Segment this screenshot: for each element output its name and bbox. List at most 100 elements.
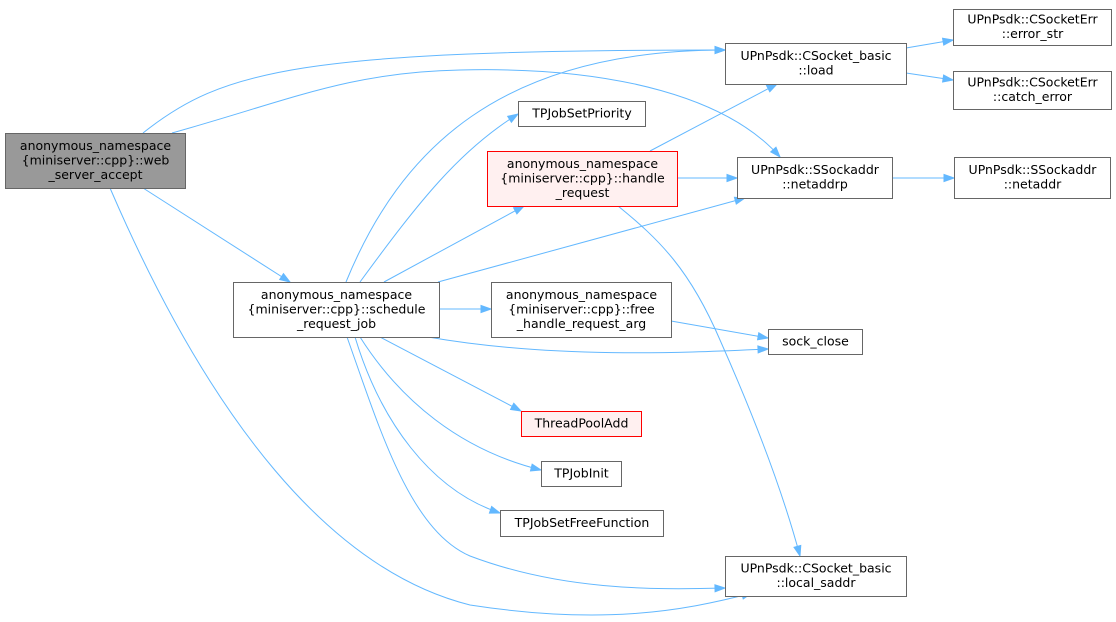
edge-web_server_accept-to-local_saddr — [109, 187, 754, 616]
node-box — [768, 329, 863, 355]
edge-line — [359, 113, 519, 283]
edge-line — [437, 197, 746, 283]
node-box — [5, 133, 186, 189]
edge-schedule_request_job-to-TPJobSetFreeFunction — [354, 336, 502, 514]
edge-line — [345, 49, 726, 283]
node-label-line: ::error_str — [1002, 26, 1064, 41]
node-label-line: ThreadPoolAdd — [534, 415, 629, 430]
edge-line — [617, 205, 801, 557]
arrowhead — [714, 584, 727, 593]
node-label-line: _server_accept — [47, 167, 142, 182]
node-ThreadPoolAdd[interactable]: ThreadPoolAdd — [521, 411, 642, 437]
node-TPJobInit[interactable]: TPJobInit — [541, 461, 622, 487]
node-local-saddr[interactable]: UPnPsdk::CSocket_basic::local_saddr — [725, 556, 907, 597]
node-box — [954, 157, 1111, 199]
node-label-line: ::catch_error — [993, 89, 1073, 104]
node-label-line: _request_job — [296, 316, 376, 331]
node-label-line: UPnPsdk::SSockaddr — [751, 162, 880, 177]
edge-line — [171, 69, 781, 158]
edge-schedule_request_job-to-TPJobSetPriority — [359, 113, 520, 283]
edge-line — [354, 336, 501, 514]
node-sock-close[interactable]: sock_close — [768, 329, 863, 355]
node-label-line: ::netaddrp — [782, 177, 848, 192]
node-label-line: anonymous_namespace — [261, 287, 412, 302]
node-label-line: {miniserver::cpp}::free — [508, 301, 655, 316]
node-box — [521, 411, 642, 437]
node-box — [541, 461, 622, 487]
node-handle-request[interactable]: anonymous_namespace{miniserver::cpp}::ha… — [487, 151, 678, 207]
node-netaddr[interactable]: UPnPsdk::SSockaddr::netaddr — [954, 157, 1111, 199]
edge-schedule_request_job-to-ThreadPoolAdd — [379, 336, 523, 412]
arrowhead — [512, 205, 526, 215]
edge-schedule_request_job-to-local_saddr — [346, 336, 727, 593]
node-label-line: {miniserver::cpp}::web — [22, 152, 170, 167]
nodes-layer: anonymous_namespace{miniserver::cpp}::we… — [5, 9, 1112, 597]
arrowhead — [941, 37, 955, 46]
edge-line — [670, 320, 769, 339]
node-error-str[interactable]: UPnPsdk::CSocketErr::error_str — [953, 9, 1112, 46]
arrowhead — [278, 272, 292, 283]
arrowhead — [943, 173, 956, 183]
node-label-line: {miniserver::cpp}::handle — [500, 170, 665, 185]
edge-line — [359, 336, 542, 471]
node-schedule-request-job[interactable]: anonymous_namespace{miniserver::cpp}::sc… — [233, 282, 440, 338]
node-label-line: anonymous_namespace — [507, 156, 658, 171]
node-label-line: UPnPsdk::CSocket_basic — [740, 561, 891, 576]
node-web-server-accept[interactable]: anonymous_namespace{miniserver::cpp}::we… — [5, 133, 186, 189]
edge-handle_request-to-local_saddr — [617, 205, 802, 558]
node-label-line: _handle_request_arg — [516, 316, 646, 331]
arrowhead — [714, 45, 727, 55]
node-label-line: UPnPsdk::CSocketErr — [967, 75, 1098, 90]
edge-csocket_load-to-error_str — [905, 37, 955, 49]
node-box — [953, 71, 1112, 110]
arrowhead — [726, 173, 739, 183]
arrowhead — [793, 544, 802, 558]
edge-web_server_accept-to-schedule_request_job — [142, 187, 292, 283]
node-label-line: UPnPsdk::CSocketErr — [967, 12, 1098, 27]
node-label-line: TPJobSetFreeFunction — [514, 515, 650, 530]
edge-web_server_accept-to-netaddrp — [171, 69, 782, 159]
node-csocket-load[interactable]: UPnPsdk::CSocket_basic::load — [725, 43, 907, 85]
arrowhead — [480, 304, 493, 314]
node-label-line: sock_close — [782, 333, 849, 348]
arrowhead — [765, 83, 779, 93]
edge-line — [346, 336, 726, 590]
node-box — [953, 9, 1112, 46]
edge-line — [379, 336, 522, 412]
node-netaddrp[interactable]: UPnPsdk::SSockaddr::netaddrp — [737, 157, 893, 199]
node-TPJobSetFreeFunction[interactable]: TPJobSetFreeFunction — [500, 510, 664, 537]
arrowhead — [506, 113, 520, 124]
edge-free_handle_request_arg-to-sock_close — [670, 320, 770, 341]
arrowhead — [509, 402, 523, 412]
node-box — [500, 510, 664, 537]
node-label-line: UPnPsdk::SSockaddr — [969, 162, 1098, 177]
node-box — [487, 151, 678, 207]
edge-csocket_load-to-catch_error — [905, 72, 955, 83]
edge-schedule_request_job-to-handle_request — [383, 205, 526, 283]
node-label-line: ::netaddr — [1004, 177, 1062, 192]
node-TPJobSetPriority[interactable]: TPJobSetPriority — [518, 101, 646, 127]
edges-layer — [109, 37, 956, 616]
edge-handle_request-to-csocket_load — [649, 83, 779, 152]
arrowhead — [941, 74, 955, 83]
node-box — [737, 157, 893, 199]
node-box — [518, 101, 646, 127]
edge-schedule_request_job-to-free_handle_request_arg — [439, 304, 493, 314]
node-catch-error[interactable]: UPnPsdk::CSocketErr::catch_error — [953, 71, 1112, 110]
edge-line — [109, 187, 753, 616]
edge-line — [142, 49, 726, 134]
node-label-line: ::local_saddr — [777, 575, 857, 590]
node-box — [491, 282, 672, 338]
arrowhead — [757, 345, 770, 354]
edge-line — [383, 205, 525, 283]
edge-line — [427, 336, 769, 354]
node-free-handle-request-arg[interactable]: anonymous_namespace{miniserver::cpp}::fr… — [491, 282, 672, 338]
edge-handle_request-to-netaddrp — [677, 173, 739, 183]
node-label-line: ::load — [798, 63, 833, 78]
edge-line — [649, 83, 778, 152]
node-box — [725, 43, 907, 85]
node-label-line: anonymous_namespace — [20, 138, 171, 153]
node-label-line: _request — [555, 185, 610, 200]
arrowhead — [769, 146, 782, 159]
